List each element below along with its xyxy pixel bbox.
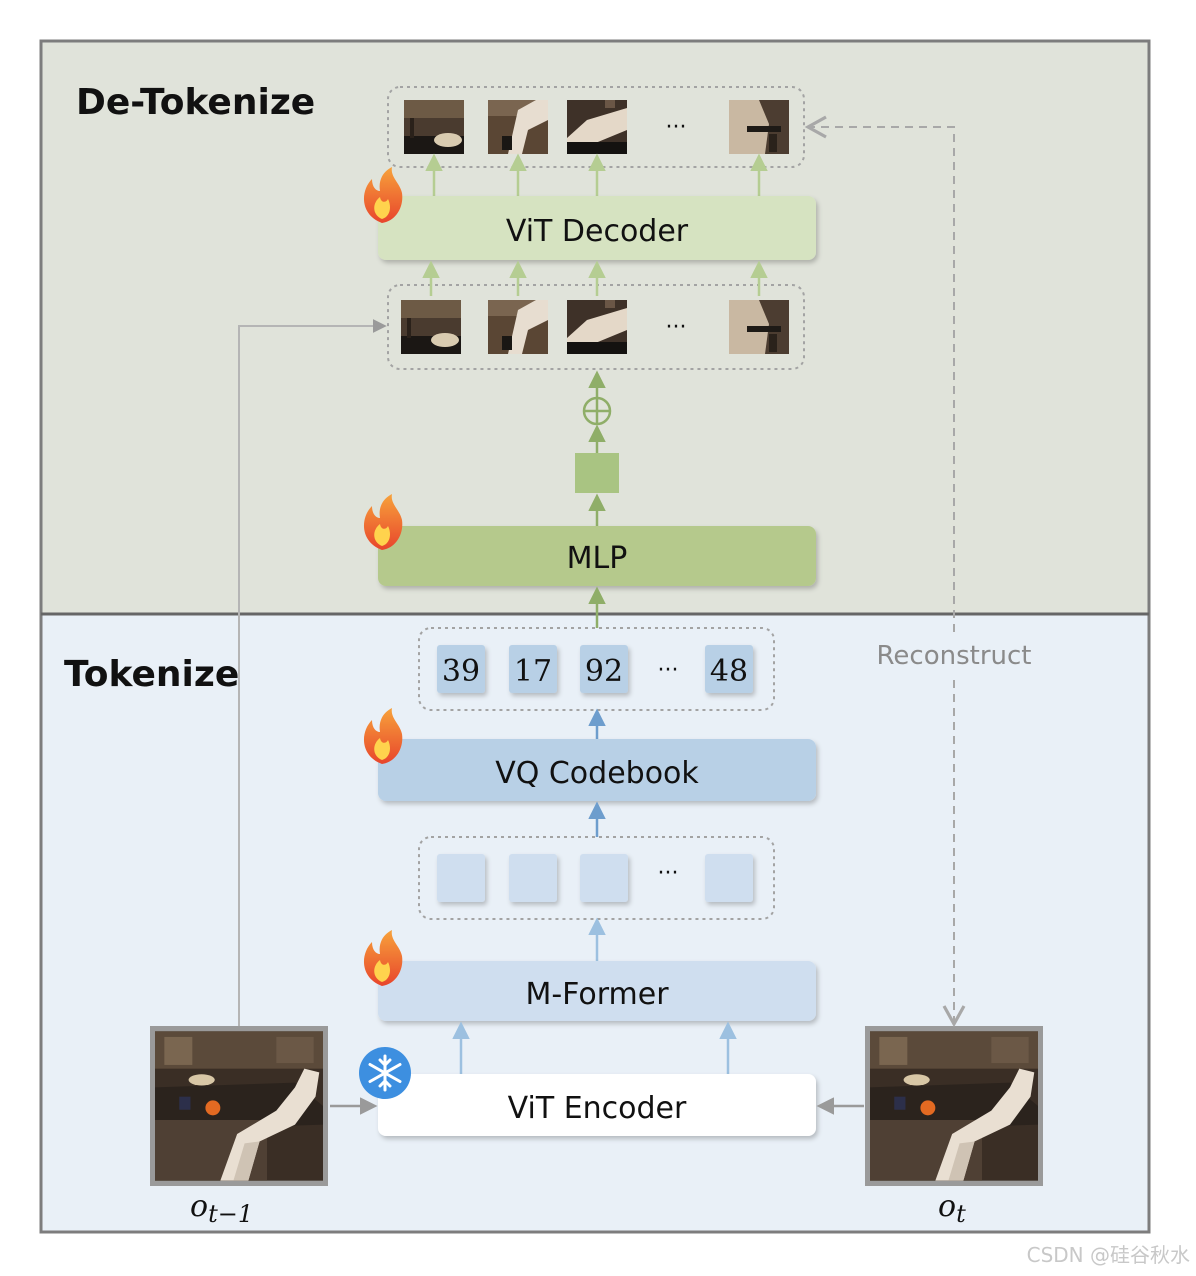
detokenize-title: De-Tokenize	[76, 82, 315, 123]
token-cell-2: 17	[509, 645, 557, 693]
action-embedding-square	[575, 453, 619, 493]
input-frame-2	[488, 300, 548, 354]
reconstructed-frame-2	[488, 100, 548, 154]
reconstructed-frame-4	[729, 100, 789, 154]
latent-token-1	[437, 854, 485, 902]
token-cell-4: 48	[705, 645, 753, 693]
vq-codebook-box	[378, 739, 816, 801]
mlp-label: MLP	[567, 541, 628, 576]
arrow-prev-frame-to-decoder-input	[238, 319, 387, 1026]
input-frames-ellipsis: ···	[666, 315, 687, 340]
m-former-box	[378, 961, 816, 1021]
token-value-2: 17	[514, 654, 552, 689]
latent-token-3	[580, 854, 628, 902]
vit-encoder-box	[378, 1074, 816, 1136]
reconstruct-label-bg	[870, 638, 1038, 674]
tokenize-title: Tokenize	[64, 654, 239, 695]
token-ellipsis: ···	[658, 658, 679, 683]
reconstructed-frame-1	[404, 100, 464, 154]
input-frame-1	[401, 300, 461, 354]
vit-decoder-box	[378, 196, 816, 260]
token-ids-container	[418, 627, 775, 711]
reconstruct-label: Reconstruct	[877, 641, 1032, 671]
vit-decoder-label: ViT Decoder	[506, 214, 689, 249]
vq-codebook-label: VQ Codebook	[495, 756, 699, 791]
latent-ellipsis: ···	[658, 861, 679, 886]
snowflake-icon	[359, 1047, 411, 1099]
obs-prev-label: ot−1	[190, 1189, 253, 1228]
latent-token-4	[705, 854, 753, 902]
add-operator-icon	[582, 396, 612, 426]
token-value-1: 39	[442, 654, 480, 689]
obs-curr-label: ot	[938, 1189, 966, 1228]
flame-icon	[363, 494, 403, 550]
flame-icon	[363, 930, 403, 986]
obs-curr-image	[870, 1031, 1038, 1181]
vit-encoder-label: ViT Encoder	[508, 1091, 687, 1126]
latent-token-2	[509, 854, 557, 902]
mlp-box	[378, 526, 816, 586]
m-former-label: M-Former	[525, 977, 669, 1012]
flame-icon	[363, 708, 403, 764]
latent-tokens-container	[418, 836, 775, 920]
input-frame-3	[567, 300, 627, 354]
watermark-text: CSDN @硅谷秋水	[1027, 1243, 1190, 1267]
flame-icon	[363, 167, 403, 223]
token-cell-1: 39	[437, 645, 485, 693]
reconstruct-dashed-arrow	[804, 115, 966, 1028]
token-value-3: 92	[585, 654, 623, 689]
reconstructed-frame-3	[567, 100, 627, 154]
token-value-4: 48	[710, 654, 748, 689]
reconstructed-ellipsis: ···	[666, 115, 687, 140]
obs-prev-image	[155, 1031, 323, 1181]
input-frame-4	[729, 300, 789, 354]
token-cell-3: 92	[580, 645, 628, 693]
